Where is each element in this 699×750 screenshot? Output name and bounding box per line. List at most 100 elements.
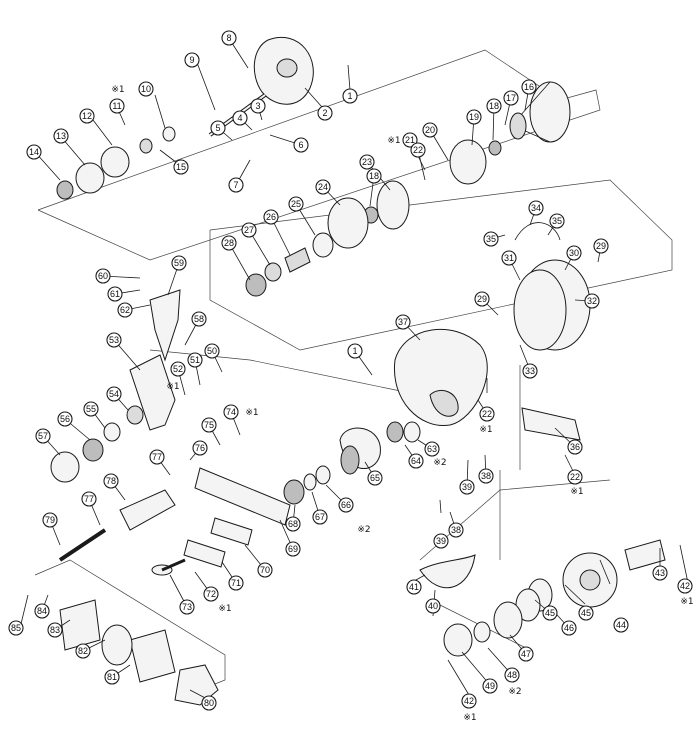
svg-text:30: 30 (569, 248, 579, 258)
svg-text:55: 55 (86, 404, 96, 414)
callout-15: 15 (173, 159, 189, 175)
callout-29-left: 29 (474, 291, 490, 307)
callout-64: 64 (408, 453, 424, 469)
svg-text:25: 25 (291, 199, 301, 209)
callout-51: 51 (187, 352, 203, 368)
svg-text:5: 5 (215, 123, 220, 133)
svg-text:67: 67 (315, 512, 325, 522)
callout-18-upper: 18 (486, 98, 502, 114)
svg-text:12: 12 (82, 111, 92, 121)
callout-45-right: 45 (578, 605, 594, 621)
svg-text:1: 1 (347, 91, 352, 101)
svg-text:83: 83 (50, 625, 60, 635)
callout-65: 65 (367, 470, 383, 486)
svg-text:42: 42 (464, 696, 474, 706)
callout-29-right: 29 (593, 238, 609, 254)
callout-39-upper: 39 (459, 479, 475, 495)
callout-55: 55 (83, 401, 99, 417)
svg-text:38: 38 (481, 471, 491, 481)
callout-34: 34 (528, 200, 544, 216)
callout-12: 12 (79, 108, 95, 124)
svg-text:13: 13 (56, 131, 66, 141)
callouts: 1 2 3 4 5 6 7 8 9 10 11 12 13 14 15 16 1… (8, 30, 693, 711)
callout-31: 31 (501, 250, 517, 266)
callout-71: 71 (228, 575, 244, 591)
svg-text:24: 24 (318, 182, 328, 192)
svg-text:65: 65 (370, 473, 380, 483)
callout-35-left: 35 (483, 231, 499, 247)
callout-80: 80 (201, 695, 217, 711)
svg-text:81: 81 (107, 672, 117, 682)
svg-text:51: 51 (190, 355, 200, 365)
svg-text:52: 52 (173, 364, 183, 374)
svg-text:60: 60 (98, 271, 108, 281)
svg-text:61: 61 (110, 289, 120, 299)
callout-14: 14 (26, 144, 42, 160)
callout-54: 54 (106, 386, 122, 402)
callout-42-right: 42 (677, 578, 693, 594)
callout-45-left: 45 (542, 605, 558, 621)
svg-text:27: 27 (244, 225, 254, 235)
callout-62: 62 (117, 302, 133, 318)
svg-text:68: 68 (288, 519, 298, 529)
svg-text:15: 15 (176, 162, 186, 172)
callout-47: 47 (518, 646, 534, 662)
svg-text:20: 20 (425, 125, 435, 135)
callout-41: 41 (406, 579, 422, 595)
callout-59: 59 (171, 255, 187, 271)
callout-70: 70 (257, 562, 273, 578)
svg-text:53: 53 (109, 335, 119, 345)
callout-20: 20 (422, 122, 438, 138)
callout-58: 58 (191, 311, 207, 327)
callout-18-lower: 18 (366, 168, 382, 184)
callout-27: 27 (241, 222, 257, 238)
callout-67: 67 (312, 509, 328, 525)
note-mark2-63: ※2 (433, 458, 446, 468)
callout-49: 49 (482, 678, 498, 694)
svg-text:50: 50 (207, 346, 217, 356)
callout-57: 57 (35, 428, 51, 444)
svg-text:33: 33 (525, 366, 535, 376)
svg-text:29: 29 (477, 294, 487, 304)
svg-text:58: 58 (194, 314, 204, 324)
callout-21: 21 (402, 132, 418, 148)
callout-19: 19 (466, 109, 482, 125)
callout-1: 1 (342, 88, 358, 104)
svg-text:18: 18 (369, 171, 379, 181)
callout-37: 37 (395, 314, 411, 330)
callout-85: 85 (8, 620, 24, 636)
callout-23: 23 (359, 154, 375, 170)
svg-text:39: 39 (436, 536, 446, 546)
callout-42-lower: 42 (461, 693, 477, 709)
svg-text:35: 35 (552, 216, 562, 226)
callout-36: 36 (567, 439, 583, 455)
svg-text:73: 73 (182, 602, 192, 612)
callout-48: 48 (504, 667, 520, 683)
callout-63: 63 (424, 441, 440, 457)
callout-1-lower: 1 (347, 343, 363, 359)
callout-82: 82 (75, 643, 91, 659)
svg-text:42: 42 (680, 581, 690, 591)
callout-9: 9 (184, 52, 200, 68)
svg-text:19: 19 (469, 112, 479, 122)
svg-text:36: 36 (570, 442, 580, 452)
callout-60: 60 (95, 268, 111, 284)
svg-text:22: 22 (570, 472, 580, 482)
svg-text:39: 39 (462, 482, 472, 492)
callout-77-upper: 77 (149, 449, 165, 465)
callout-66: 66 (338, 497, 354, 513)
callout-17: 17 (503, 90, 519, 106)
notes: ※1 ※1 ※1 ※1 ※1 ※1 ※1 ※1 ※1 ※2 ※2 ※2 (111, 85, 693, 723)
svg-text:63: 63 (427, 444, 437, 454)
note-mark2-66: ※2 (357, 525, 370, 535)
callout-22-upper: 22 (410, 142, 426, 158)
svg-text:62: 62 (120, 305, 130, 315)
callout-38-lower: 38 (448, 522, 464, 538)
callout-79: 79 (42, 512, 58, 528)
svg-text:7: 7 (233, 180, 238, 190)
svg-text:47: 47 (521, 649, 531, 659)
callout-73: 73 (179, 599, 195, 615)
note-mark1-72: ※1 (218, 604, 231, 614)
callout-32: 32 (584, 293, 600, 309)
callout-8: 8 (221, 30, 237, 46)
